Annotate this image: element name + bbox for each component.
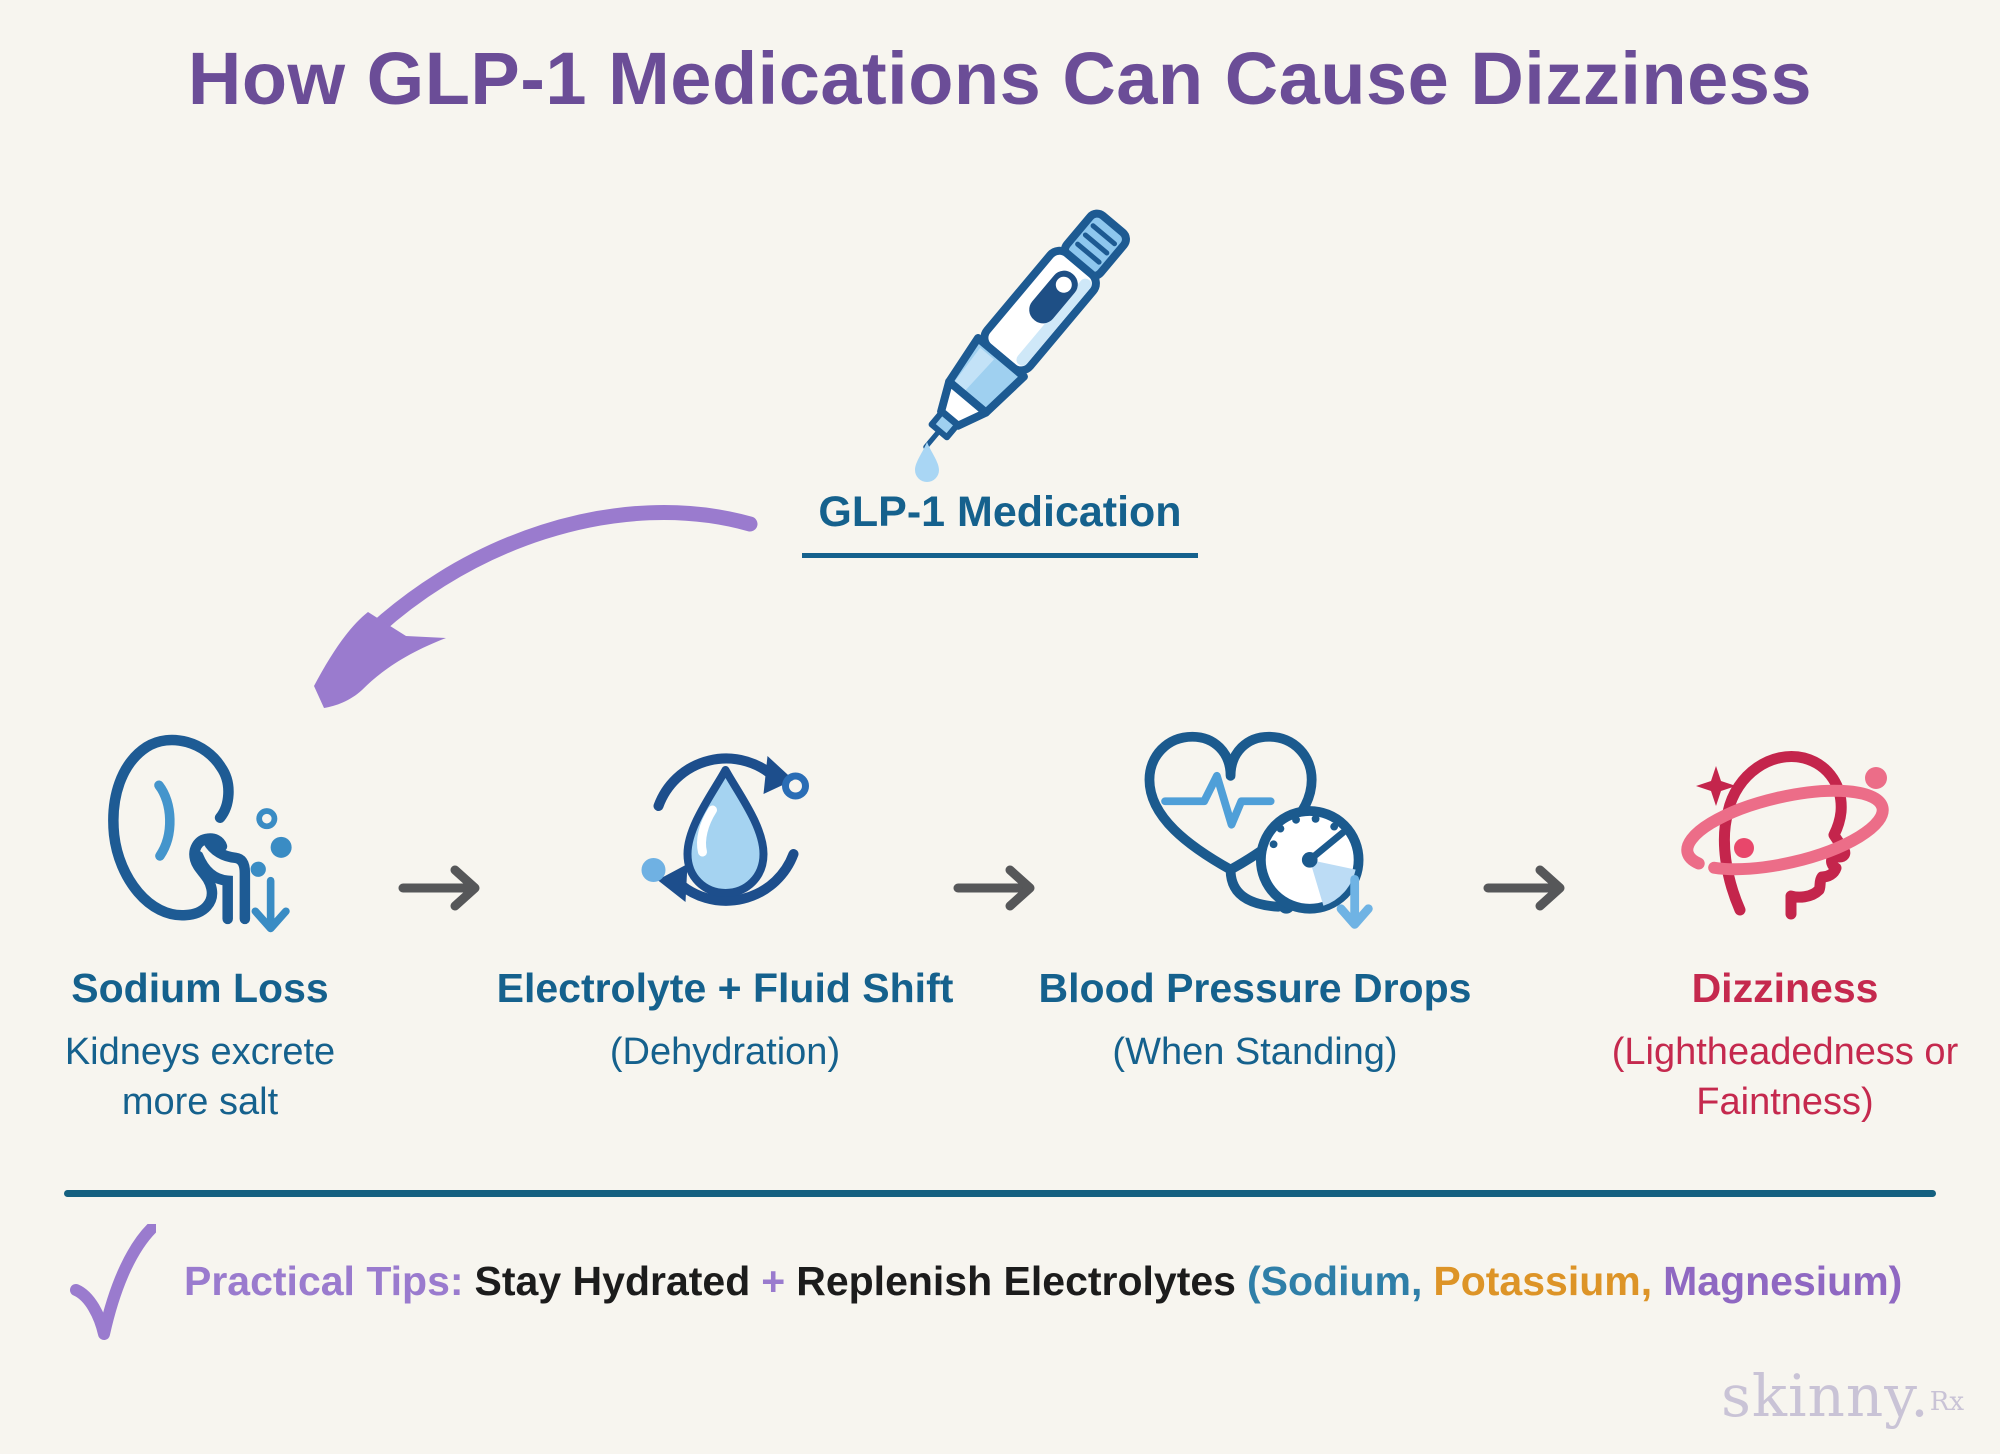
medication-label-wrap: GLP-1 Medication	[0, 488, 2000, 558]
tips-replenish-electrolytes: Replenish Electrolytes	[796, 1258, 1236, 1304]
tips-stay-hydrated: Stay Hydrated	[474, 1258, 751, 1304]
brand-logo: skinny.Rx	[1721, 1362, 1964, 1430]
kidney-icon	[108, 734, 292, 932]
step-subtitle: (Dehydration)	[609, 1031, 841, 1074]
step-electrolyte-fluid-shift: Electrolyte + Fluid Shift (Dehydration)	[495, 725, 955, 1078]
checkmark-icon	[70, 1224, 156, 1340]
injection-pen-icon	[923, 209, 1130, 450]
step-sodium-loss: Sodium Loss Kidneys excrete more salt	[20, 725, 380, 1127]
step-subtitle: (When Standing)	[1112, 1031, 1398, 1074]
flow-arrow-icon	[1483, 865, 1565, 911]
practical-tips-text: Practical Tips:Stay Hydrated+Replenish E…	[184, 1256, 1902, 1307]
step-title: Electrolyte + Fluid Shift	[496, 965, 954, 1011]
blood-pressure-icon	[1144, 731, 1373, 929]
tips-magnesium: Magnesium)	[1663, 1258, 1903, 1304]
tips-sodium: (Sodium,	[1247, 1258, 1423, 1304]
tips-label: Practical Tips:	[184, 1258, 464, 1304]
divider-line	[64, 1190, 1936, 1197]
medication-label: GLP-1 Medication	[802, 488, 1198, 558]
dizzy-head-icon	[1681, 750, 1889, 919]
step-title: Sodium Loss	[71, 965, 329, 1011]
step-dizziness: Dizziness (Lightheadedness or Faintness)	[1585, 725, 1985, 1127]
tips-potassium: Potassium,	[1433, 1258, 1653, 1304]
page-title: How GLP-1 Medications Can Cause Dizzines…	[187, 37, 1813, 120]
tips-plus: +	[761, 1258, 786, 1304]
fluid-cycle-icon	[641, 753, 809, 906]
step-title: Dizziness	[1691, 965, 1879, 1011]
flow-arrow-icon	[398, 865, 480, 911]
brand-logo-rx: Rx	[1929, 1387, 1964, 1417]
brand-logo-text: skinny.	[1721, 1362, 1930, 1430]
step-subtitle: Kidneys excrete more salt	[64, 1031, 336, 1123]
step-blood-pressure-drops: Blood Pressure Drops (When Standing)	[1025, 725, 1485, 1078]
flow-arrow-icon	[953, 865, 1035, 911]
medication-drop-icon	[915, 442, 939, 482]
curved-arrow	[314, 505, 758, 708]
step-subtitle: (Lightheadedness or Faintness)	[1611, 1031, 1959, 1123]
step-title: Blood Pressure Drops	[1038, 965, 1472, 1011]
practical-tips: Practical Tips:Stay Hydrated+Replenish E…	[70, 1224, 1980, 1344]
